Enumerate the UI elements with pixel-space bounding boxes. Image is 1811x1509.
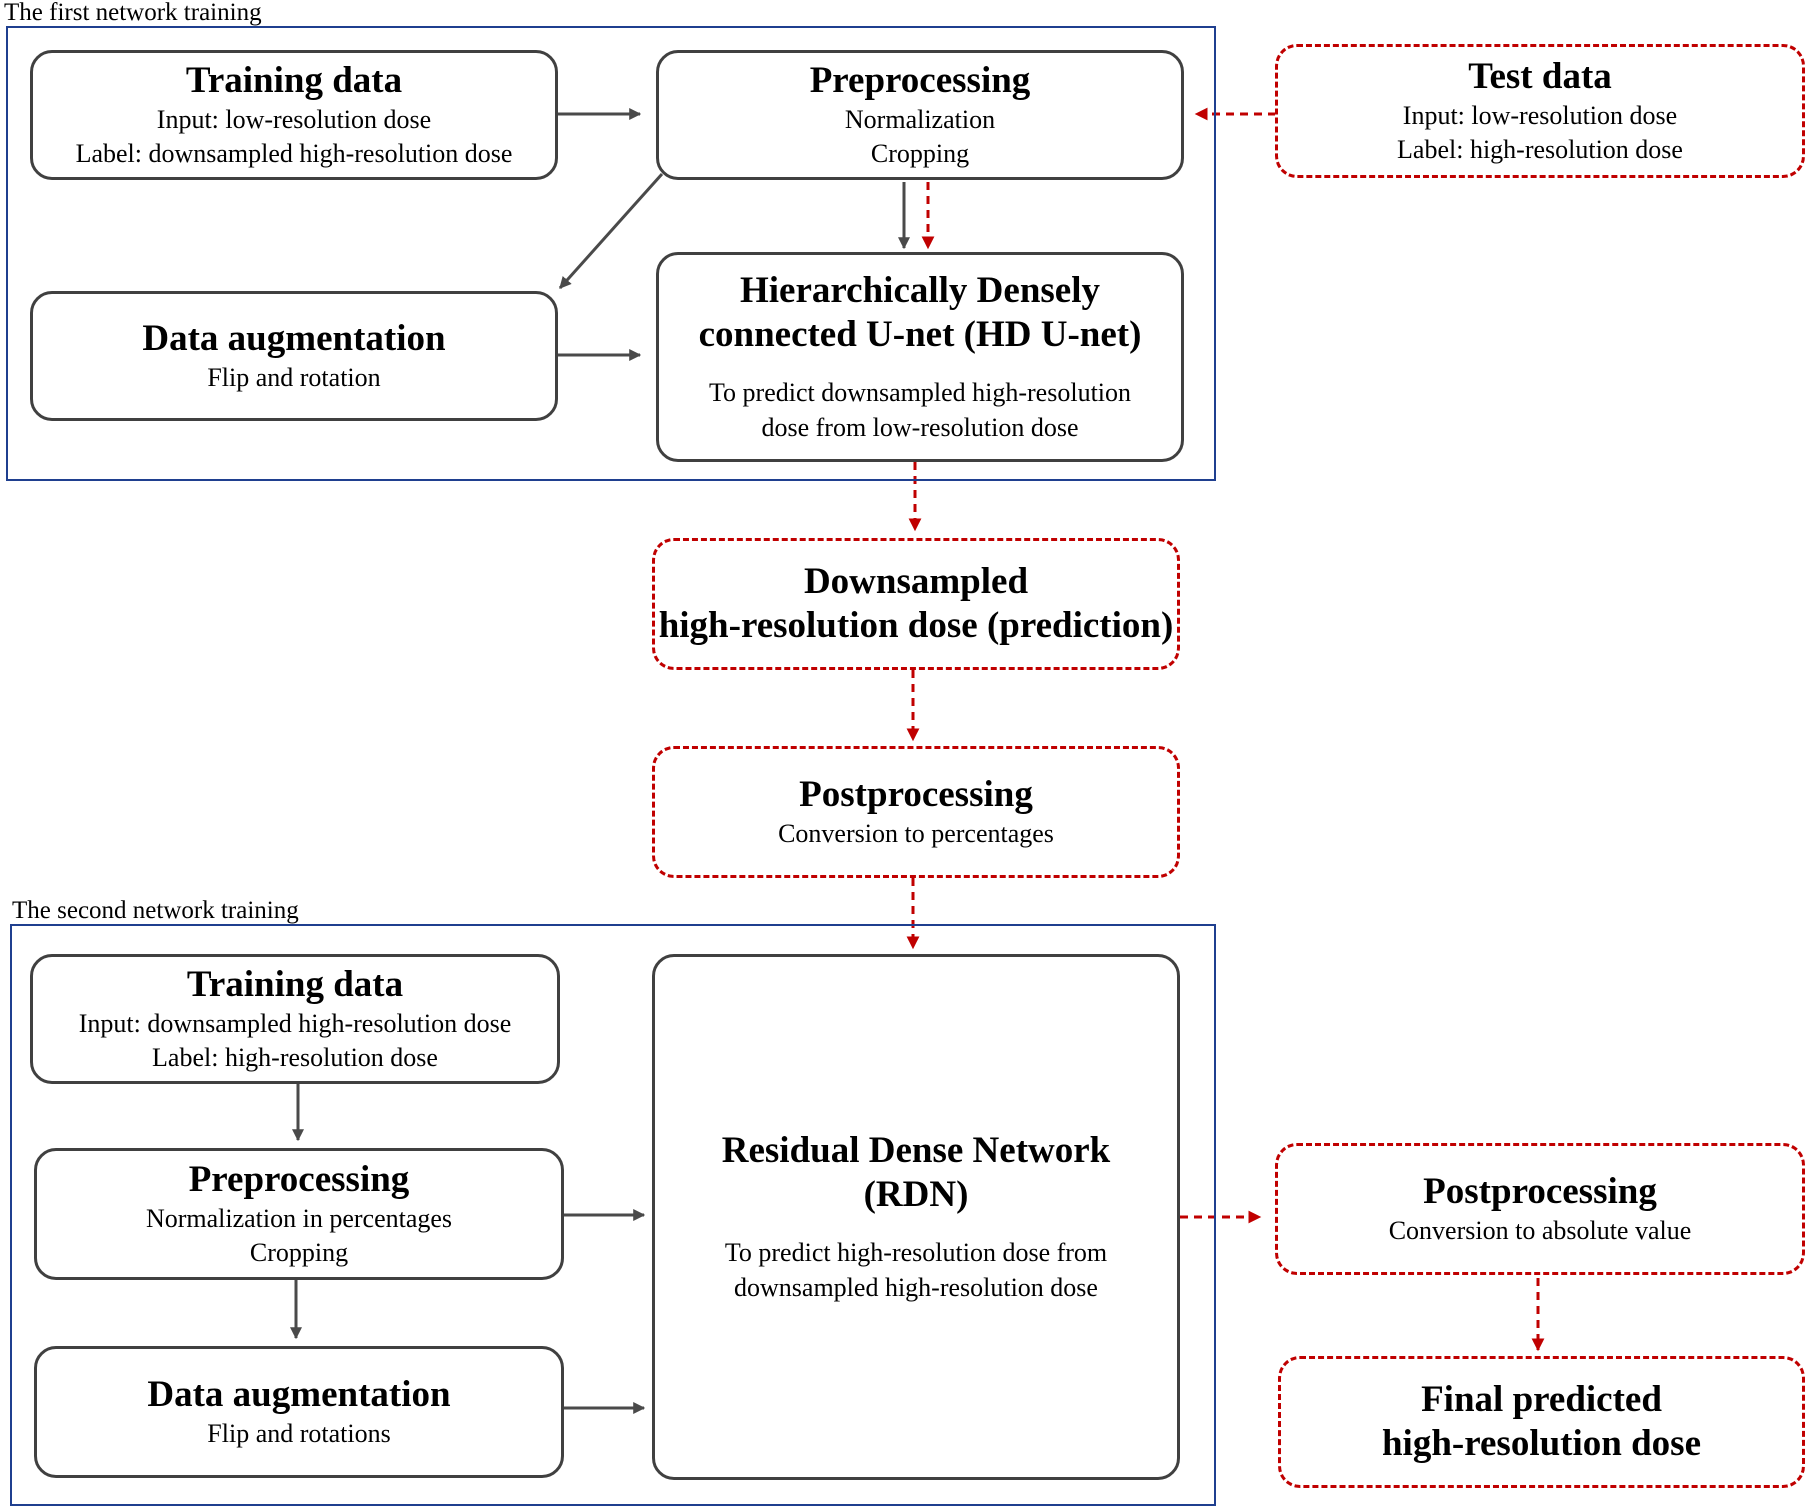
downsampled-prediction-title-line-2: high-resolution dose (prediction) [658, 605, 1174, 646]
data-augmentation-desc-2: Flip and rotations [207, 1418, 391, 1448]
downsampled-prediction-box: Downsampled high-resolution dose (predic… [652, 538, 1180, 670]
hd-unet-title-line-2: connected U-net (HD U-net) [698, 313, 1142, 355]
postprocessing-mid-desc: Conversion to percentages [778, 818, 1054, 848]
test-data-input: Input: low-resolution dose [1402, 100, 1678, 130]
test-data-box: Test data Input: low-resolution dose Lab… [1275, 44, 1805, 178]
training-data-box-2: Training data Input: downsampled high-re… [30, 954, 560, 1084]
rdn-desc-line-1: To predict high-resolution dose from [724, 1238, 1108, 1268]
final-prediction-box: Final predicted high-resolution dose [1278, 1356, 1805, 1488]
data-augmentation-title-2: Data augmentation [147, 1374, 451, 1416]
arrow-preprocessing-to-augmentation [558, 172, 664, 290]
preprocessing-title-2: Preprocessing [188, 1158, 410, 1200]
preprocessing-title-1: Preprocessing [809, 59, 1031, 101]
downsampled-prediction-title-line-1: Downsampled [803, 561, 1029, 603]
second-network-frame-label: The second network training [12, 897, 299, 924]
test-data-label: Label: high-resolution dose [1397, 134, 1683, 164]
postprocessing-mid-title: Postprocessing [799, 774, 1033, 816]
data-augmentation-title-1: Data augmentation [142, 318, 446, 360]
rdn-desc-line-2: downsampled high-resolution dose [734, 1272, 1098, 1302]
preprocessing-step-cropping-1: Cropping [870, 138, 970, 168]
hd-unet-desc-line-1: To predict downsampled high-resolution [708, 378, 1132, 408]
rdn-title-line-1: Residual Dense Network [721, 1130, 1111, 1172]
preprocessing-step-cropping-2: Cropping [249, 1237, 349, 1267]
second-network-frame [10, 924, 1216, 1506]
postprocessing-final-desc: Conversion to absolute value [1388, 1215, 1692, 1245]
preprocessing-step-normalization-percentages: Normalization in percentages [145, 1203, 453, 1233]
preprocessing-box-2: Preprocessing Normalization in percentag… [34, 1148, 564, 1280]
first-network-frame-label: The first network training [4, 0, 262, 26]
test-data-title: Test data [1468, 55, 1612, 97]
rdn-box: Residual Dense Network (RDN) To predict … [652, 954, 1180, 1480]
postprocessing-mid-box: Postprocessing Conversion to percentages [652, 746, 1180, 878]
training-data-input-2: Input: downsampled high-resolution dose [78, 1008, 512, 1038]
hd-unet-title-line-1: Hierarchically Densely [740, 270, 1100, 312]
final-prediction-title-line-1: Final predicted [1421, 1379, 1662, 1421]
training-data-box-1: Training data Input: low-resolution dose… [30, 50, 558, 180]
rdn-title-line-2: (RDN) [863, 1173, 969, 1215]
training-data-title-1: Training data [185, 59, 403, 101]
training-data-title-2: Training data [186, 963, 404, 1005]
postprocessing-final-box: Postprocessing Conversion to absolute va… [1275, 1143, 1805, 1275]
preprocessing-step-normalization: Normalization [844, 104, 996, 134]
data-augmentation-box-2: Data augmentation Flip and rotations [34, 1346, 564, 1478]
hd-unet-desc-line-2: dose from low-resolution dose [761, 412, 1079, 442]
postprocessing-final-title: Postprocessing [1423, 1171, 1657, 1213]
data-augmentation-box-1: Data augmentation Flip and rotation [30, 291, 558, 421]
hd-unet-box: Hierarchically Densely connected U-net (… [656, 252, 1184, 462]
training-data-label-1: Label: downsampled high-resolution dose [75, 138, 513, 168]
training-data-label-2: Label: high-resolution dose [152, 1042, 438, 1072]
preprocessing-box-1: Preprocessing Normalization Cropping [656, 50, 1184, 180]
data-augmentation-desc-1: Flip and rotation [207, 362, 381, 392]
training-data-input-1: Input: low-resolution dose [156, 104, 432, 134]
final-prediction-title-line-2: high-resolution dose [1381, 1423, 1702, 1464]
first-network-frame [6, 26, 1216, 481]
